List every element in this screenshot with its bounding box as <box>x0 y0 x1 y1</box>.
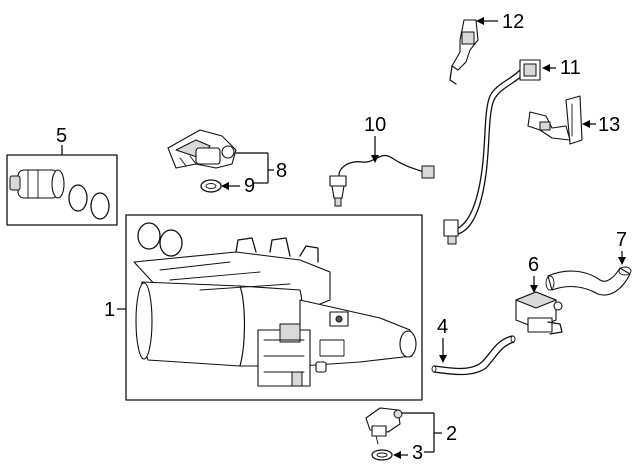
part-2-group: 2 3 <box>365 407 457 464</box>
part-1-canister <box>133 237 417 387</box>
part-11-group: 11 <box>443 57 581 245</box>
part-2-sensor <box>365 407 403 445</box>
part-12-bracket <box>449 19 479 85</box>
part-10-group: 10 <box>329 114 435 207</box>
part-1-group: 1 <box>104 214 423 401</box>
part-1-box <box>125 214 423 401</box>
callout-4: 4 <box>437 316 448 338</box>
part-7-hose <box>547 267 631 296</box>
callout-13: 13 <box>598 114 620 136</box>
part-13-group: 13 <box>527 95 620 145</box>
part-8-group: 8 9 <box>167 129 287 197</box>
part-10-wire <box>338 154 425 181</box>
part-8-sensor <box>167 129 237 169</box>
part-5-pump <box>9 169 65 199</box>
part-10-connector <box>421 165 435 179</box>
callout-12: 12 <box>502 11 524 33</box>
part-6-group: 6 <box>515 254 563 335</box>
part-5-seal-a <box>68 184 88 212</box>
callout-7: 7 <box>616 229 627 251</box>
callout-10: 10 <box>364 114 386 136</box>
part-5-group: 5 <box>6 125 118 226</box>
part-1-oring-a <box>137 222 161 250</box>
part-13-bracket <box>527 95 583 145</box>
callout-9: 9 <box>244 175 255 197</box>
callout-3: 3 <box>412 442 423 464</box>
callout-5: 5 <box>56 125 67 147</box>
part-7-group: 7 <box>545 229 632 296</box>
part-11-cable <box>453 69 521 231</box>
part-4-hose <box>433 335 513 370</box>
part-11-sensor <box>443 219 459 245</box>
callout-11: 11 <box>560 57 581 79</box>
part-4-group: 4 <box>431 316 516 376</box>
part-12-group: 12 <box>449 11 524 85</box>
callout-2: 2 <box>446 423 457 445</box>
part-6-valve <box>515 291 563 335</box>
callout-1: 1 <box>104 299 115 321</box>
part-10-sensor-body <box>329 175 347 207</box>
part-3-seal <box>371 449 393 461</box>
callout-8: 8 <box>276 160 287 182</box>
part-1-oring-b <box>159 229 183 257</box>
part-9-oring <box>200 179 222 193</box>
callout-6: 6 <box>528 254 539 276</box>
part-5-seal-b <box>90 192 110 220</box>
